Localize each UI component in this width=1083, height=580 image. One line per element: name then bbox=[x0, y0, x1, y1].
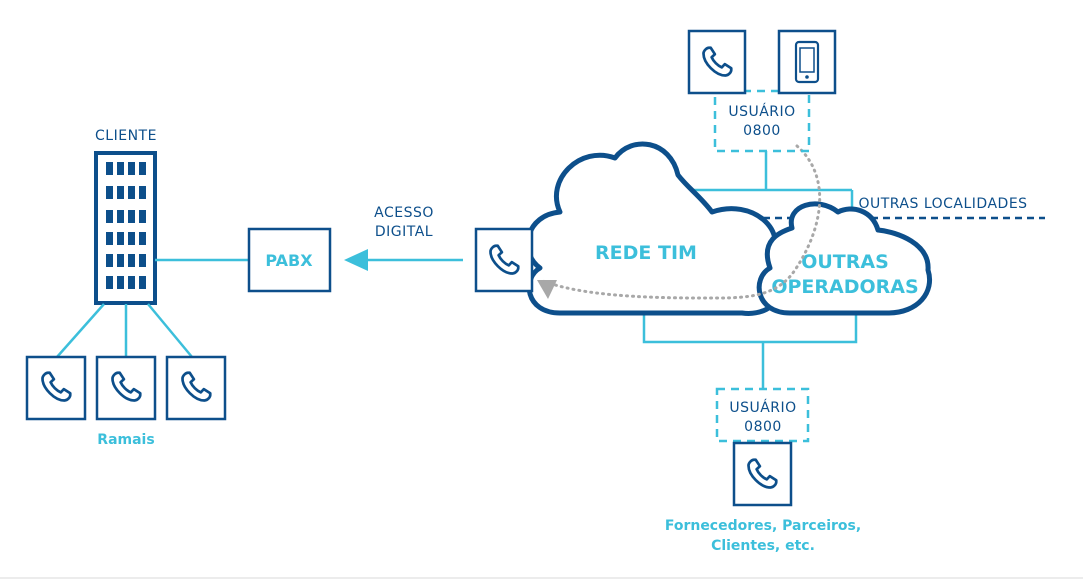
cliente-label: CLIENTE bbox=[95, 128, 157, 144]
usuario-bottom-phone bbox=[732, 441, 793, 507]
usuario-top-mobile bbox=[777, 29, 837, 95]
acesso-label-line1: ACESSO bbox=[374, 205, 434, 221]
mobile-phone-icon bbox=[794, 40, 820, 84]
extension-phone-2 bbox=[95, 355, 157, 421]
usuario-bottom-label-line1: USUÁRIO bbox=[729, 399, 796, 416]
extension-connectors bbox=[56, 258, 249, 358]
usuario-0800-bottom-group bbox=[715, 387, 810, 443]
outras-operadoras-label-line2: OPERADORAS bbox=[771, 276, 918, 298]
routing-arrowhead bbox=[537, 280, 557, 299]
acesso-label-line2: DIGITAL bbox=[375, 224, 433, 240]
outras-operadoras-cloud bbox=[756, 201, 932, 316]
building-icon bbox=[94, 151, 157, 305]
ramais-label: Ramais bbox=[97, 432, 154, 448]
usuario-top-label-line2: 0800 bbox=[743, 123, 781, 139]
acesso-digital-arrowhead bbox=[344, 249, 368, 271]
usuario-bottom-label-line2: 0800 bbox=[744, 419, 782, 435]
extension-phone-3 bbox=[165, 355, 227, 421]
pabx-label: PABX bbox=[265, 251, 313, 270]
cloud-connectors bbox=[642, 151, 858, 388]
access-phone bbox=[474, 227, 534, 293]
outras-localidades-label: OUTRAS LOCALIDADES bbox=[858, 196, 1027, 212]
extension-phone-1 bbox=[25, 355, 87, 421]
fornecedores-label-line2: Clientes, etc. bbox=[711, 538, 815, 554]
routing-path-dotted bbox=[541, 144, 822, 300]
rede-tim-label: REDE TIM bbox=[595, 242, 697, 264]
pabx-box bbox=[247, 227, 332, 293]
usuario-top-label-line1: USUÁRIO bbox=[728, 103, 795, 120]
usuario-top-phone bbox=[687, 29, 747, 95]
usuario-0800-top-group bbox=[713, 89, 811, 153]
outras-operadoras-label-line1: OUTRAS bbox=[801, 251, 889, 273]
fornecedores-label-line1: Fornecedores, Parceiros, bbox=[665, 518, 861, 534]
